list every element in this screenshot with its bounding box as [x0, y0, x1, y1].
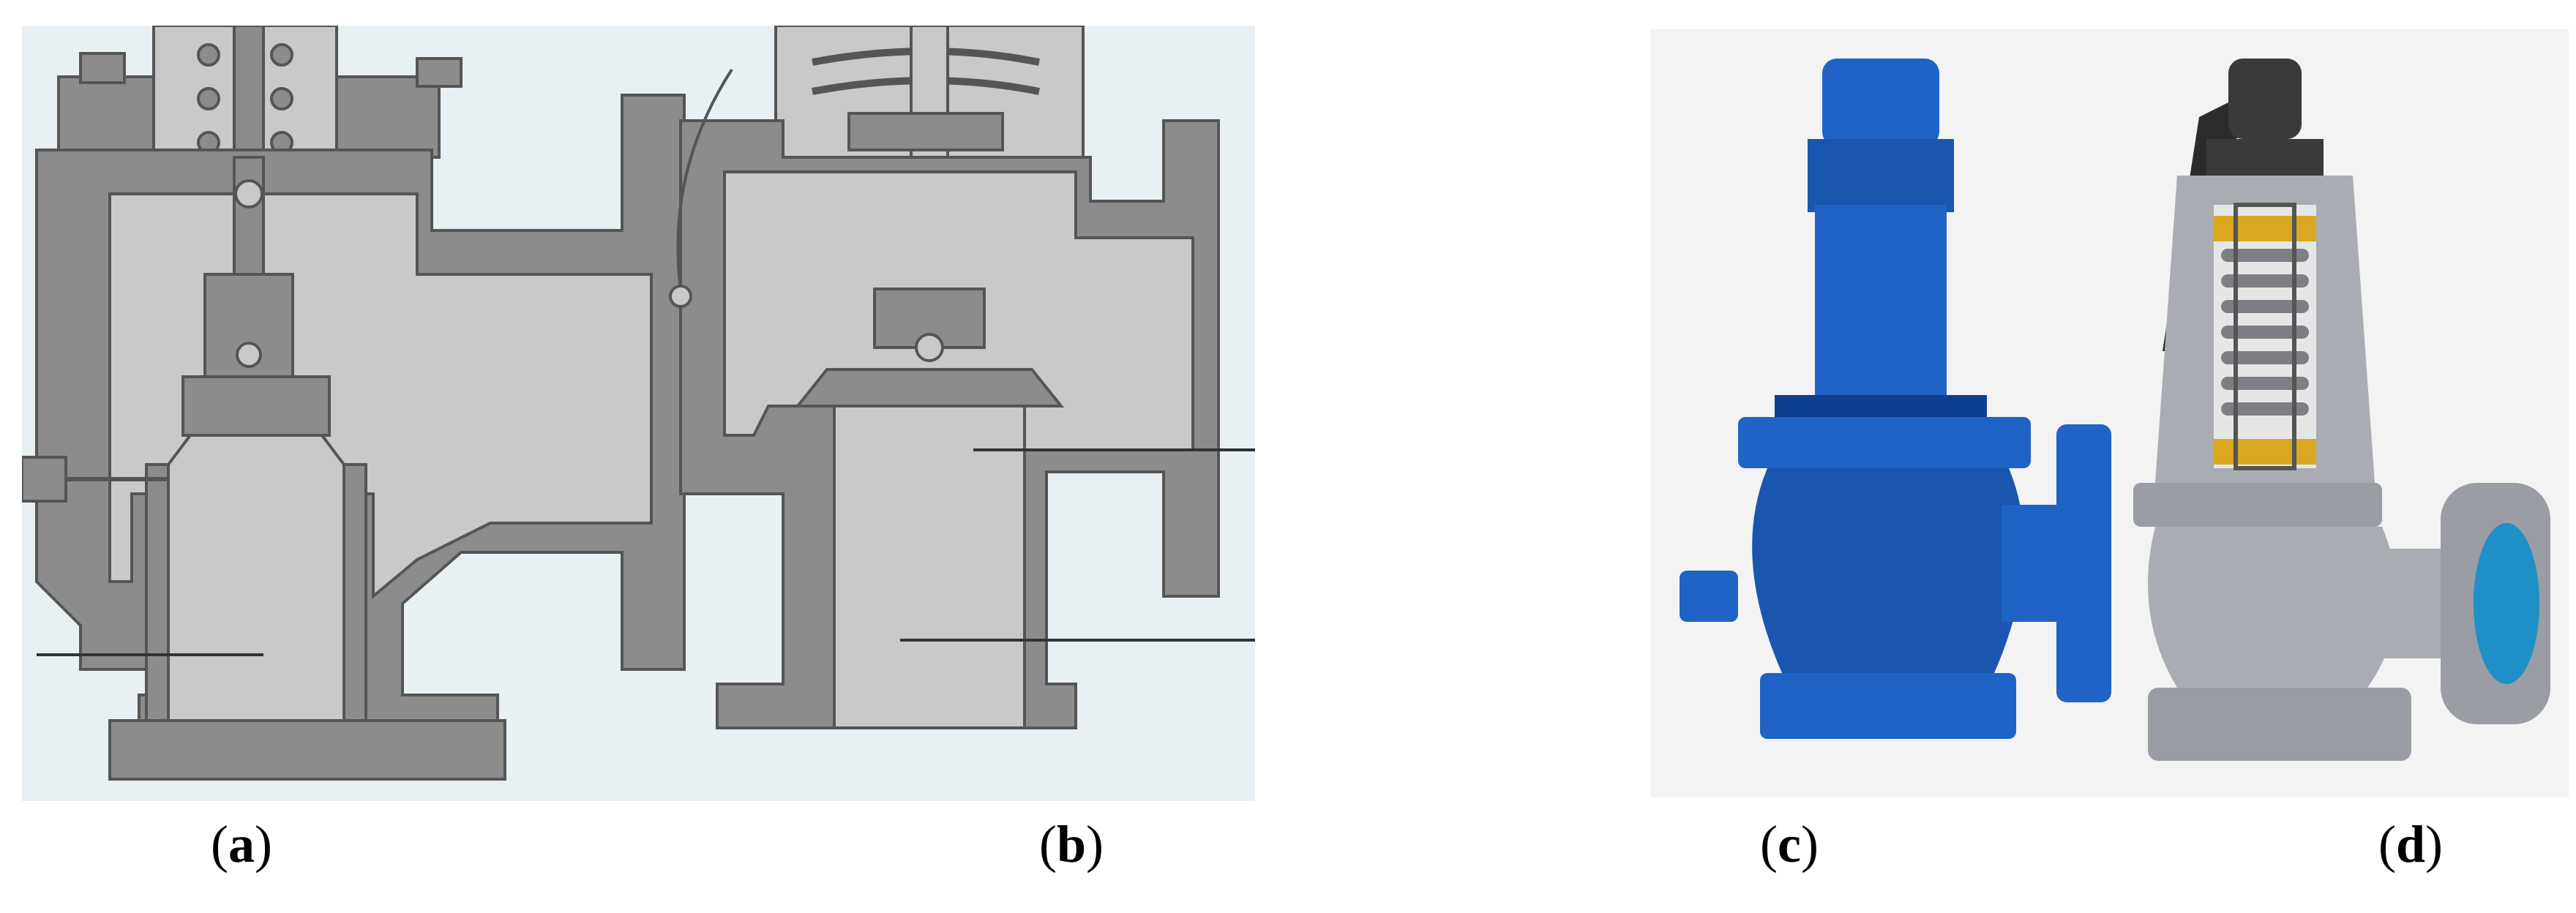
valve-d-spring-washer-top: [2214, 216, 2316, 241]
valve-d-bonnet-flange: [2133, 483, 2382, 527]
valve-d-body: [2148, 527, 2397, 688]
valve-d-outlet-bore: [2474, 523, 2539, 684]
valve-a-ring-pin: [22, 456, 67, 503]
valve-a-section: [22, 26, 686, 781]
caption-d: (d): [2378, 815, 2444, 873]
valve-photographs: [1650, 29, 2569, 797]
valve-c-inlet-flange: [1760, 673, 2016, 739]
valve-d-inlet-flange: [2148, 688, 2411, 761]
valve-b-nozzle: [833, 405, 1026, 729]
caption-c: (c): [1760, 815, 1819, 873]
valve-c-bonnet-flange: [1738, 417, 2031, 468]
valve-a-bolt-right: [416, 57, 463, 88]
valve-c-cap: [1822, 59, 1939, 146]
valve-d-spring: [2221, 249, 2309, 416]
valve-a-bolt-left: [79, 52, 126, 84]
valve-d-photo: [2133, 59, 2550, 761]
valve-c-outlet-flange: [2056, 424, 2111, 702]
valve-b-lift-wire: [676, 68, 733, 290]
caption-b: (b): [1039, 815, 1104, 873]
valve-d-cap: [2228, 59, 2302, 139]
valve-c-bonnet: [1815, 205, 1947, 395]
caption-a: (a): [211, 815, 272, 873]
cross-section-drawings: [22, 26, 1255, 801]
valve-b-section: [669, 26, 1255, 729]
valve-c-side-plug: [1680, 571, 1738, 622]
valve-a-disc-holder: [181, 375, 331, 437]
valve-c-photo: [1680, 59, 2111, 739]
valve-a-inlet-flange: [108, 719, 506, 781]
valve-b-disc-holder: [794, 368, 1065, 407]
valve-c-body: [1752, 468, 2024, 673]
valve-d-spring-washer-bottom: [2214, 439, 2316, 465]
